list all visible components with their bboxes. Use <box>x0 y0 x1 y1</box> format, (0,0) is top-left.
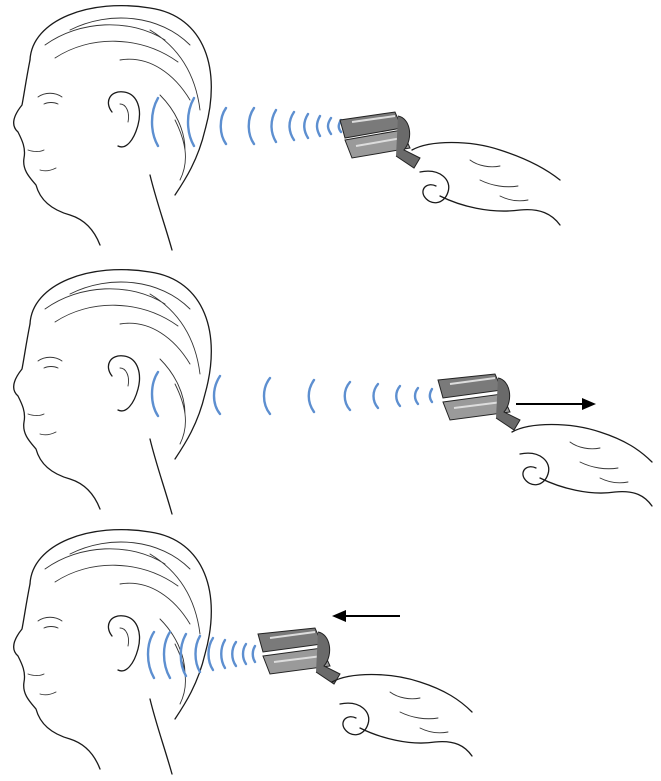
head-icon <box>14 270 212 514</box>
hand-icon <box>412 143 560 226</box>
sound-wave-icon <box>152 372 432 416</box>
hand-icon <box>332 675 472 757</box>
head-icon <box>14 6 212 250</box>
arrow-left-icon <box>332 610 400 622</box>
arrow-right-icon <box>516 398 596 410</box>
panel-steady <box>0 0 661 260</box>
hand-icon <box>512 425 652 507</box>
panel-moving-toward <box>0 522 661 781</box>
tuning-fork-icon <box>340 112 420 168</box>
panel-moving-away <box>0 262 661 522</box>
sound-wave-icon <box>148 632 255 678</box>
tuning-fork-icon <box>438 374 520 430</box>
sound-wave-icon <box>152 98 341 146</box>
tuning-fork-icon <box>258 628 340 684</box>
